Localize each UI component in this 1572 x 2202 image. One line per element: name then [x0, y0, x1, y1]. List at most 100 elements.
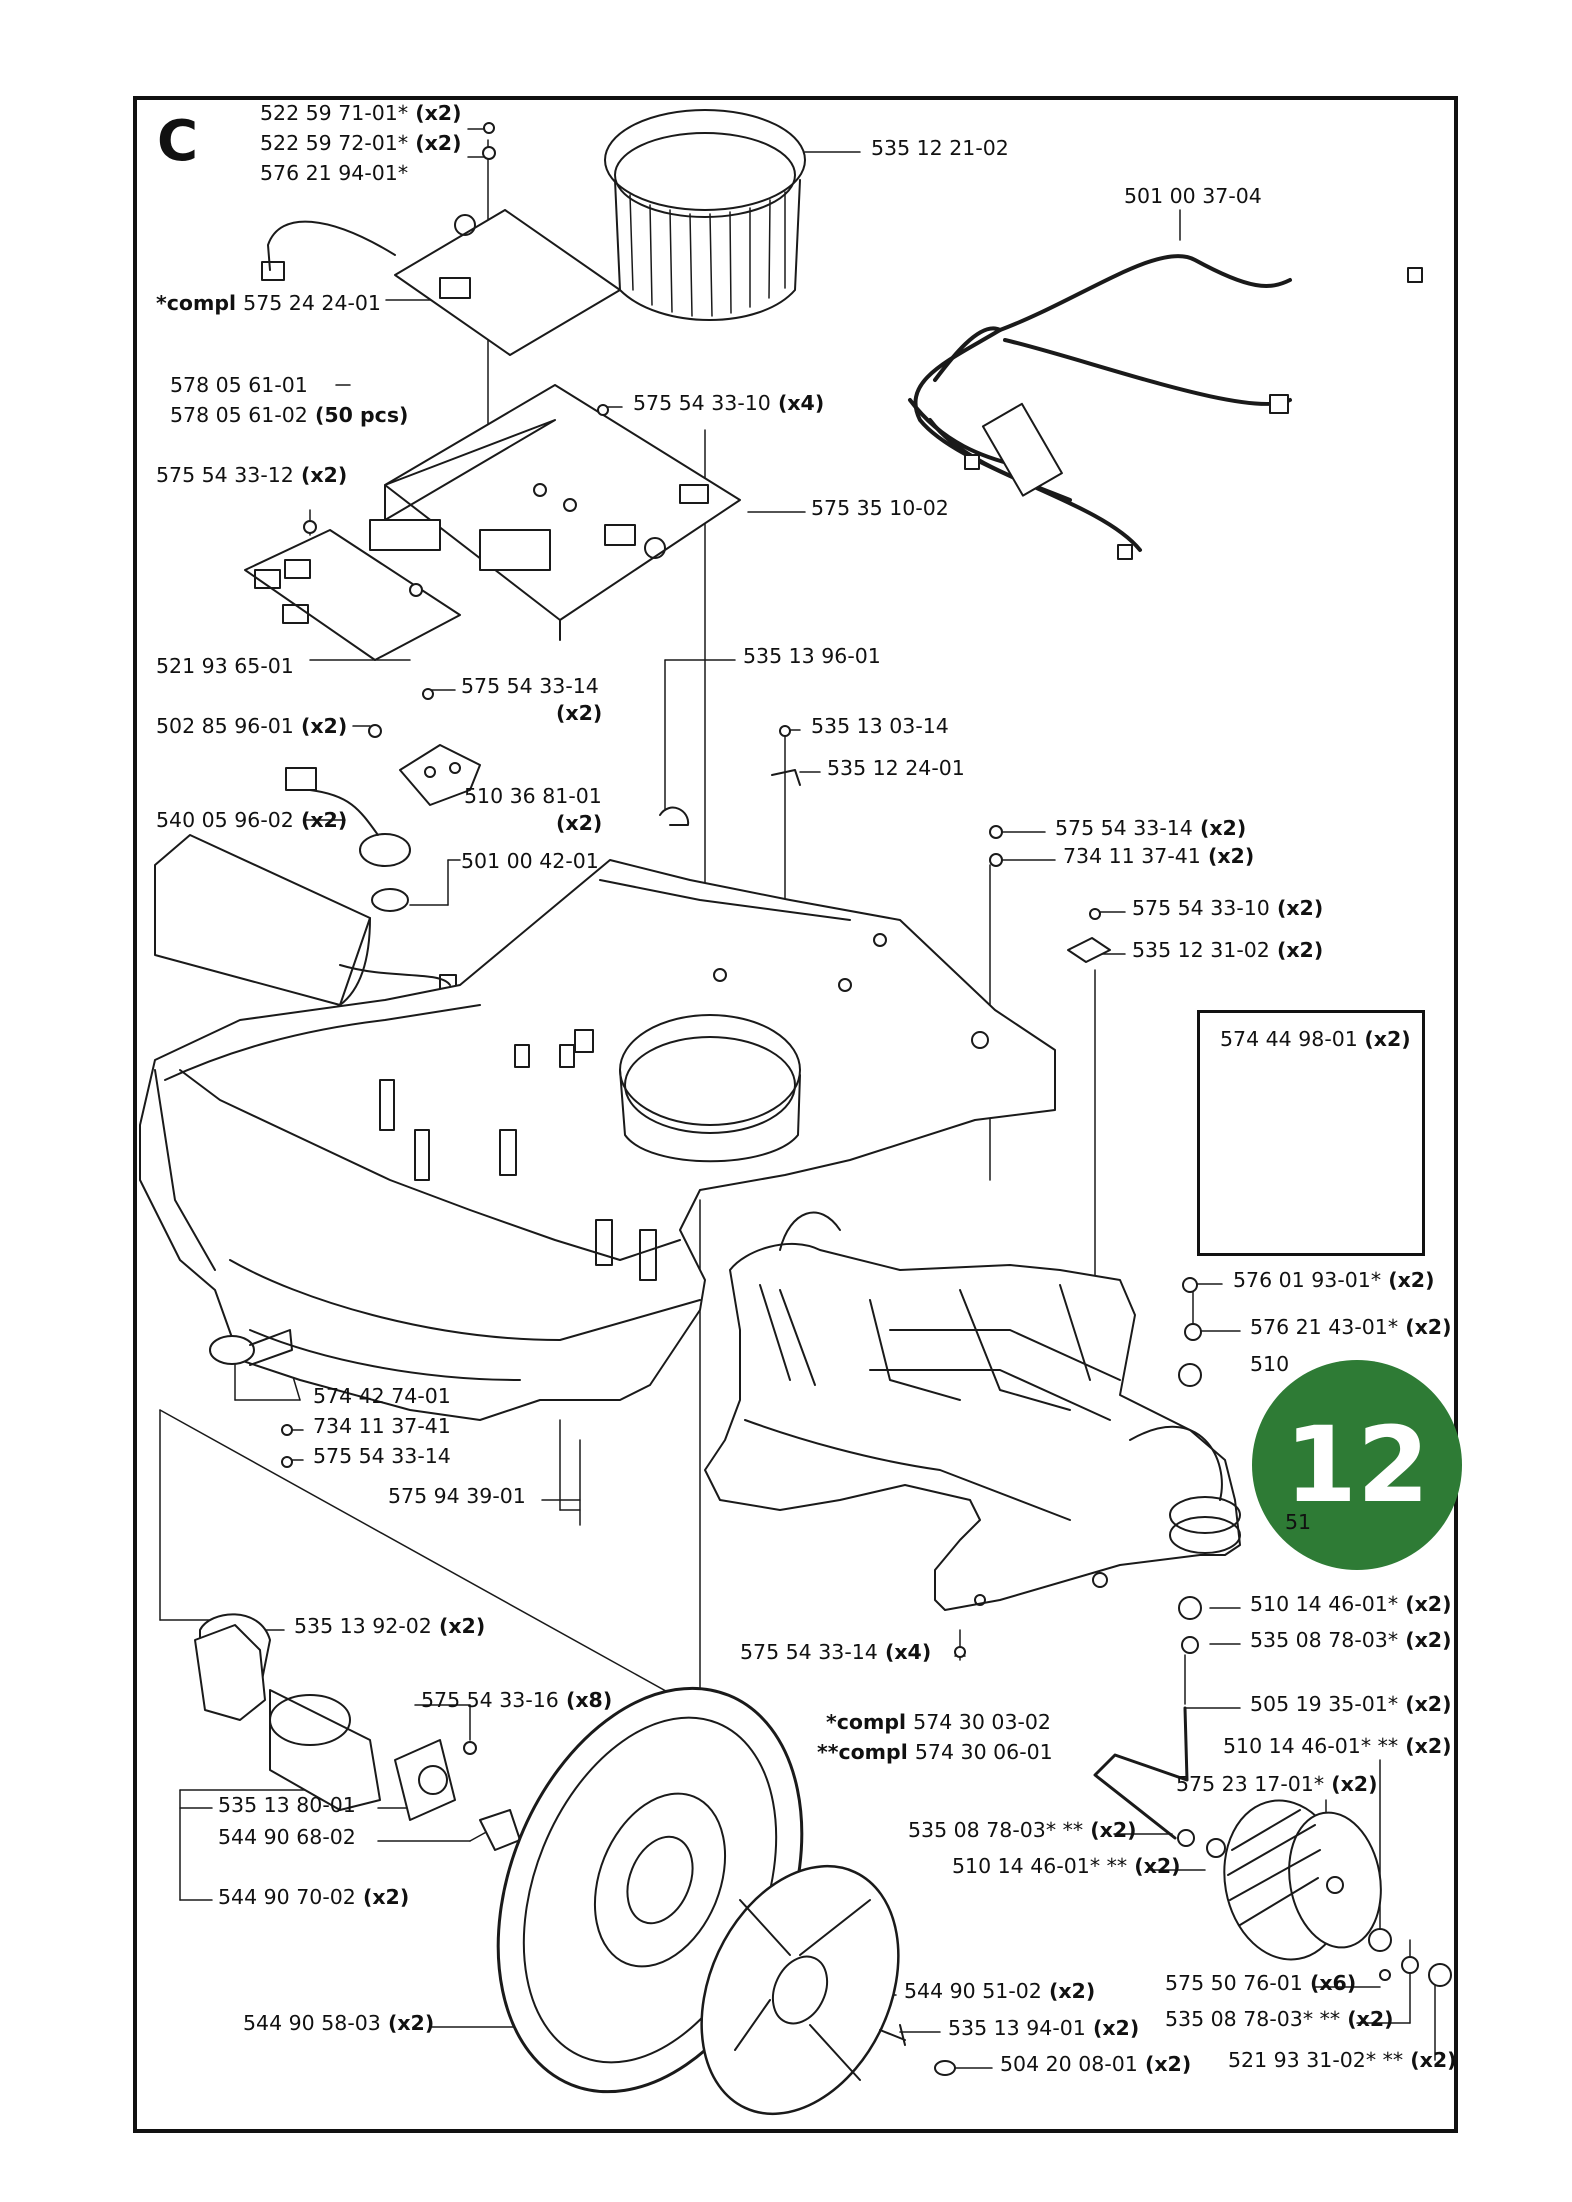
part-number: 734 11 37-41 [1063, 844, 1201, 868]
part-number: 521 93 31-02* ** [1228, 2048, 1404, 2072]
part-number: 535 12 31-02 [1132, 938, 1270, 962]
front-wheel [1223, 1799, 1382, 1961]
part-callout: 544 90 51-02 (x2) [904, 1979, 1095, 2003]
part-number: 502 85 96-01 [156, 714, 294, 738]
part-quantity: (x2) [380, 2011, 435, 2035]
battery-pack [154, 834, 457, 1006]
part-callout: 734 11 37-41 (x2) [1063, 844, 1254, 868]
part-number: 510 14 46-01* ** [952, 1854, 1128, 1878]
part-number: 535 12 24-01 [827, 756, 965, 780]
part-number: 510 36 81-01 [464, 784, 602, 808]
part-callout: 510 36 81-01 [464, 784, 602, 808]
page-number-badge: 12 [1252, 1360, 1462, 1570]
part-number: 575 54 33-16 [421, 1688, 559, 1712]
inset-detail-box: 574 44 98-01 (x2) [1197, 1010, 1425, 1256]
small-bracket [771, 769, 1111, 963]
part-number: 578 05 61-02 [170, 403, 308, 427]
compl-prefix: *compl [156, 291, 244, 315]
part-number: 501 00 42-01 [461, 849, 599, 873]
part-number: 535 13 96-01 [743, 644, 881, 668]
part-callout: 578 05 61-02 (50 pcs) [170, 403, 408, 427]
part-quantity: (x2) [293, 714, 348, 738]
part-callout: *compl 574 30 03-02 [826, 1710, 1051, 1734]
part-callout: 575 35 10-02 [811, 496, 949, 520]
part-quantity: (x2) [1398, 1734, 1452, 1758]
part-quantity: (x2) [1403, 2048, 1457, 2072]
part-number: 575 24 24-01 [243, 291, 381, 315]
boundary-sensor [209, 1329, 293, 1366]
part-number: 574 30 03-02 [913, 1710, 1051, 1734]
part-callout: 510 [1250, 1352, 1289, 1376]
part-number: 535 13 03-14 [811, 714, 949, 738]
part-callout: 535 08 78-03* (x2) [1250, 1628, 1451, 1652]
part-number: 540 05 96-02 [156, 808, 294, 832]
part-number: 544 90 70-02 [218, 1885, 356, 1909]
part-number: 574 42 74-01 [313, 1384, 451, 1408]
part-callout: 535 12 21-02 [871, 136, 1009, 160]
part-callout: 535 13 80-01 [218, 1793, 356, 1817]
part-callout: 575 54 33-10 (x2) [1132, 896, 1323, 920]
screws [281, 122, 1452, 1987]
part-quantity: (x2) [556, 701, 603, 725]
part-callout: 504 20 08-01 (x2) [1000, 2052, 1191, 2076]
part-number: 575 54 33-14 [313, 1444, 451, 1468]
part-callout: 535 08 78-03* ** (x2) [1165, 2007, 1393, 2031]
part-callout: 501 00 37-04 [1124, 184, 1262, 208]
part-callout: (x2) [556, 701, 602, 725]
part-number: 575 94 39-01 [388, 1484, 526, 1508]
part-callout: 535 12 31-02 (x2) [1132, 938, 1323, 962]
harness-connectors [964, 267, 1423, 560]
part-callout: 575 54 33-10 (x4) [633, 391, 824, 415]
gasket-plate [194, 1624, 266, 1721]
part-number: 578 05 61-01 [170, 373, 308, 397]
part-quantity: (x2) [1381, 1268, 1435, 1292]
part-number: 576 01 93-01* [1233, 1268, 1382, 1292]
cable-harness [908, 254, 1292, 552]
part-number: 521 93 65-01 [156, 654, 294, 678]
part-number: 51 [1285, 1510, 1312, 1534]
part-callout: 535 08 78-03* ** (x2) [908, 1818, 1136, 1842]
part-number: 575 54 33-14 [1055, 816, 1193, 840]
part-quantity: (x2) [1137, 2052, 1192, 2076]
part-number: 510 14 46-01* ** [1223, 1734, 1399, 1758]
part-callout: 544 90 68-02 [218, 1825, 356, 1849]
part-quantity: (x2) [1340, 2007, 1394, 2031]
part-quantity: (x2) [355, 1885, 410, 1909]
part-callout: 535 13 96-01 [743, 644, 881, 668]
part-number: 535 08 78-03* [1250, 1628, 1399, 1652]
part-number: 535 13 94-01 [948, 2016, 1086, 2040]
mount-bracket [399, 744, 481, 806]
part-number: 575 54 33-12 [156, 463, 294, 487]
part-number: 522 59 72-01* [260, 131, 409, 155]
part-number: 522 59 71-01* [260, 101, 409, 125]
top-board [261, 209, 621, 356]
part-quantity: (x2) [1083, 1818, 1137, 1842]
part-callout: 522 59 71-01* (x2) [260, 101, 461, 125]
part-number: 535 13 92-02 [294, 1614, 432, 1638]
part-quantity: (x2) [1398, 1592, 1452, 1616]
compl-prefix: *compl [826, 1710, 914, 1734]
inset-callout: 574 44 98-01 (x2) [1220, 1027, 1411, 1051]
part-callout: 576 21 43-01* (x2) [1250, 1315, 1451, 1339]
part-callout: 574 42 74-01 [313, 1384, 451, 1408]
part-number: 575 54 33-14 [461, 674, 599, 698]
small-circuit-board [244, 529, 461, 661]
part-callout: 575 50 76-01 (x6) [1165, 1971, 1356, 1995]
part-callout: 522 59 72-01* (x2) [260, 131, 461, 155]
part-number: 575 54 33-10 [1132, 896, 1270, 920]
part-callout: 502 85 96-01 (x2) [156, 714, 347, 738]
part-quantity: (x2) [293, 808, 348, 832]
part-number: 575 54 33-10 [633, 391, 771, 415]
part-callout: **compl 574 30 06-01 [817, 1740, 1053, 1764]
section-letter: C [157, 109, 199, 174]
part-callout: 501 00 42-01 [461, 849, 599, 873]
part-callout: 575 54 33-14 [313, 1444, 451, 1468]
part-quantity: (x2) [1269, 938, 1324, 962]
compl-prefix: **compl [817, 1740, 915, 1764]
part-callout: 51 [1285, 1510, 1311, 1534]
part-quantity: (x2) [1192, 816, 1247, 840]
part-callout: 535 12 24-01 [827, 756, 965, 780]
part-quantity: (x2) [1200, 844, 1255, 868]
part-quantity: (x2) [1398, 1692, 1452, 1716]
